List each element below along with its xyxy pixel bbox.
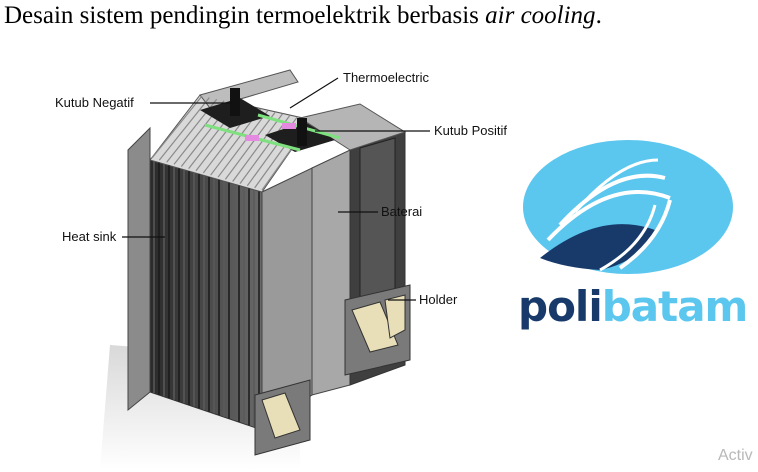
- polibatam-wordmark: polibatam: [518, 282, 749, 331]
- label-baterai: Baterai: [381, 204, 423, 219]
- title-period: .: [595, 2, 602, 29]
- polibatam-logo-emblem: [523, 140, 733, 274]
- battery-column: [298, 103, 407, 396]
- heat-sink-fins: [153, 161, 260, 429]
- label-holder: Holder: [419, 292, 458, 307]
- label-kutub-negatif: Kutub Negatif: [55, 95, 134, 110]
- holder-left: [254, 379, 311, 456]
- label-thermoelectric: Thermoelectric: [343, 70, 429, 85]
- activation-watermark: Activ: [718, 447, 753, 464]
- label-kutub-positif: Kutub Positif: [434, 123, 507, 138]
- wordmark-part-poli: poli: [518, 282, 603, 331]
- title-italic-text: air cooling: [485, 2, 596, 29]
- holder-right: [344, 284, 411, 376]
- wordmark-part-batam: batam: [601, 282, 749, 331]
- title-text: Desain sistem pendingin termoelektrik be…: [4, 2, 486, 29]
- positive-terminal: [297, 118, 307, 146]
- negative-terminal: [230, 88, 240, 116]
- label-heat-sink: Heat sink: [62, 229, 117, 244]
- slide-title: Desain sistem pendingin termoelektrik be…: [4, 2, 602, 30]
- leader-lines: [122, 77, 430, 301]
